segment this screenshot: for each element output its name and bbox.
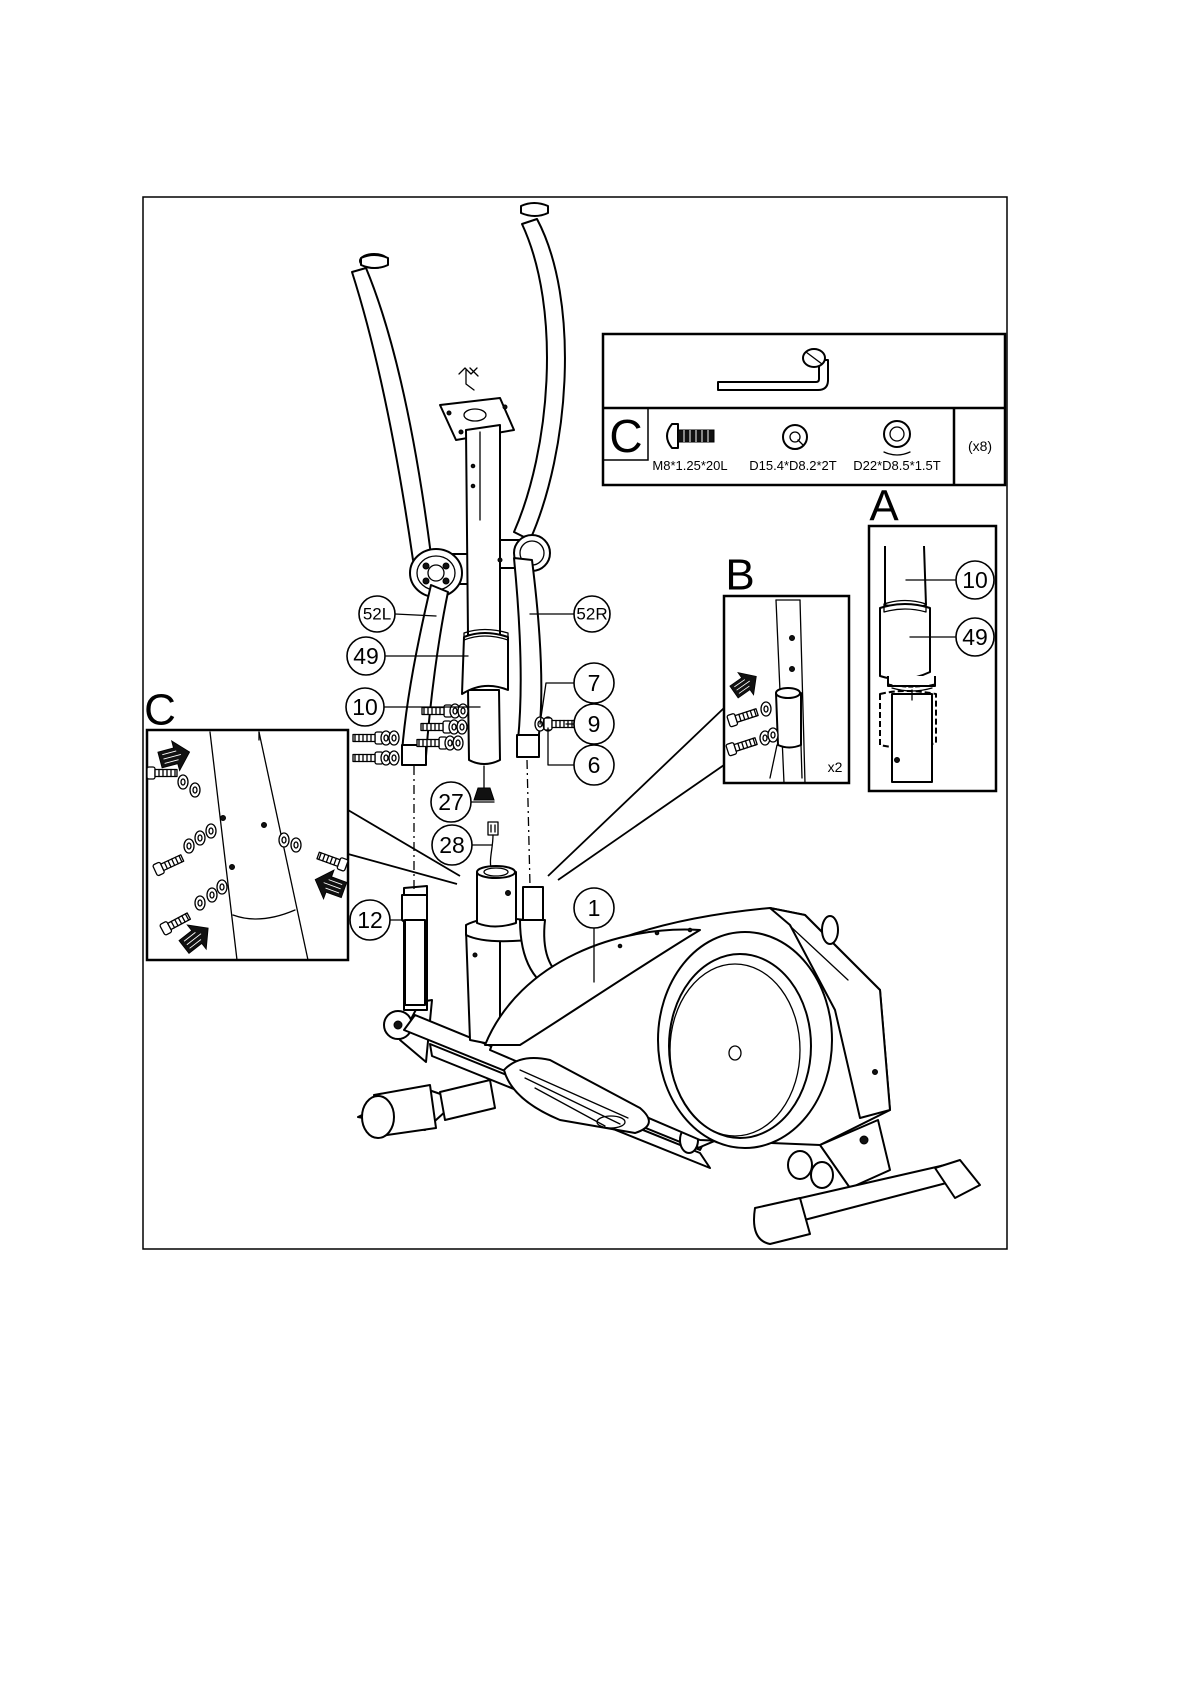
mast-cover-49 [462, 630, 508, 695]
callout-49: 49 [347, 637, 468, 675]
hardware-quantity: (x8) [968, 438, 992, 454]
detail-c-letter: C [144, 686, 176, 735]
svg-text:10: 10 [352, 694, 378, 720]
svg-text:27: 27 [438, 789, 464, 815]
svg-text:9: 9 [588, 711, 601, 737]
left-handlebar [352, 254, 431, 560]
console-mast [440, 368, 514, 640]
callout-52R: 52R [530, 596, 610, 632]
svg-text:12: 12 [357, 907, 383, 933]
mast-lower-tube [468, 690, 500, 764]
flat-washer-spec-label: D22*D8.5*1.5T [853, 458, 940, 473]
detail-c: C [144, 686, 349, 961]
detail-a: A 10 49 [869, 482, 996, 792]
lower-sleeve-12-left [402, 895, 427, 1005]
svg-text:28: 28 [439, 832, 465, 858]
svg-text:7: 7 [588, 670, 601, 696]
detail-a-letter: A [869, 482, 899, 531]
detail-b: B x2 [724, 551, 849, 784]
svg-text:52L: 52L [363, 605, 391, 624]
svg-text:49: 49 [353, 643, 379, 669]
connector-27 [474, 766, 494, 800]
svg-text:10: 10 [962, 567, 988, 593]
detail-b-quantity: x2 [828, 759, 843, 775]
callout-12: 12 [350, 900, 408, 940]
hardware-box: C M8*1.25*20L D15.4*D8.2*2T [603, 334, 1005, 485]
svg-text:49: 49 [962, 624, 988, 650]
detail-b-leader [548, 708, 724, 880]
spring-washer-icon [783, 425, 807, 449]
svg-text:1: 1 [588, 895, 601, 921]
svg-text:6: 6 [588, 752, 601, 778]
svg-text:52R: 52R [576, 605, 607, 624]
bolt-spec-label: M8*1.25*20L [652, 458, 727, 473]
detail-b-letter: B [725, 551, 754, 600]
hardware-box-letter: C [609, 410, 642, 462]
callout-9: 9 [566, 704, 614, 744]
connector-28 [488, 822, 498, 872]
callout-28: 28 [432, 825, 492, 865]
right-handlebar [514, 203, 565, 540]
spring-washer-spec-label: D15.4*D8.2*2T [749, 458, 836, 473]
